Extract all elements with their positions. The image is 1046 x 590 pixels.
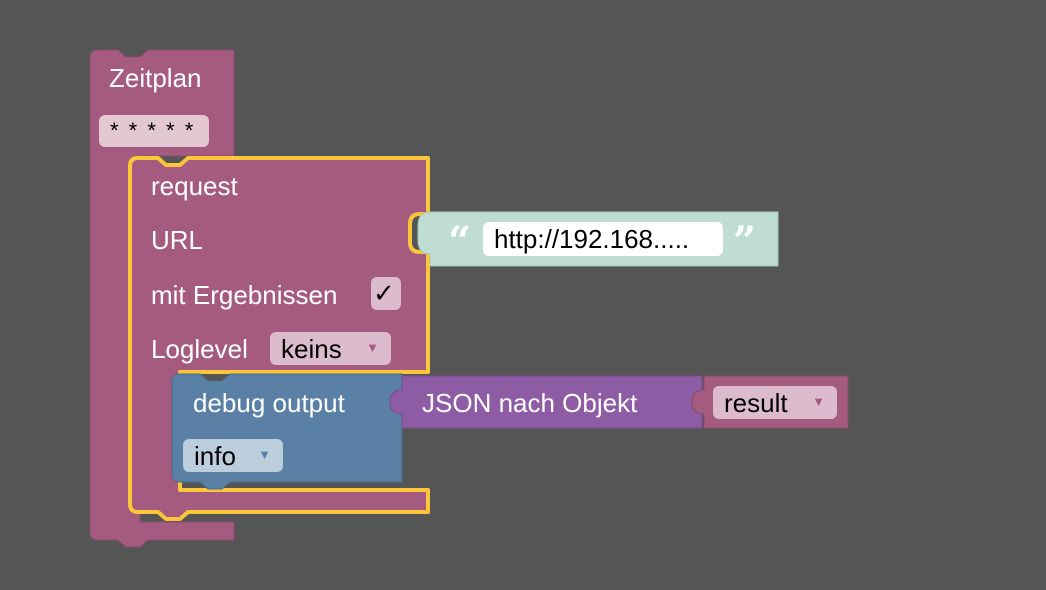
- json-to-object-block[interactable]: [389, 375, 703, 429]
- checkmark-icon: ✓: [373, 279, 395, 309]
- url-text-field[interactable]: http://192.168.....: [483, 222, 723, 256]
- json-to-object-title: JSON nach Objekt: [422, 388, 638, 418]
- dropdown-arrow-icon: ▼: [366, 340, 379, 355]
- with-results-checkbox[interactable]: [371, 277, 401, 310]
- dropdown-arrow-icon: ▼: [258, 447, 271, 462]
- debug-level-dropdown[interactable]: info ▼: [183, 439, 283, 472]
- variable-dropdown[interactable]: result ▼: [713, 386, 837, 419]
- url-text-value: http://192.168.....: [494, 224, 690, 254]
- dropdown-arrow-icon: ▼: [812, 394, 825, 409]
- loglevel-value: keins: [281, 334, 342, 364]
- request-title: request: [151, 171, 238, 201]
- loglevel-dropdown[interactable]: keins ▼: [270, 332, 391, 365]
- with-results-label: mit Ergebnissen: [151, 280, 338, 310]
- variable-name: result: [724, 388, 788, 418]
- schedule-title: Zeitplan: [109, 63, 202, 93]
- cron-field[interactable]: * * * * *: [99, 115, 209, 147]
- url-label: URL: [151, 225, 204, 255]
- cron-value: * * * * *: [110, 118, 196, 143]
- debug-level-value: info: [194, 441, 236, 471]
- debug-output-title: debug output: [193, 388, 345, 418]
- close-quote-icon: ”: [733, 218, 757, 265]
- open-quote-icon: “: [448, 218, 472, 265]
- loglevel-label: Loglevel: [151, 334, 248, 364]
